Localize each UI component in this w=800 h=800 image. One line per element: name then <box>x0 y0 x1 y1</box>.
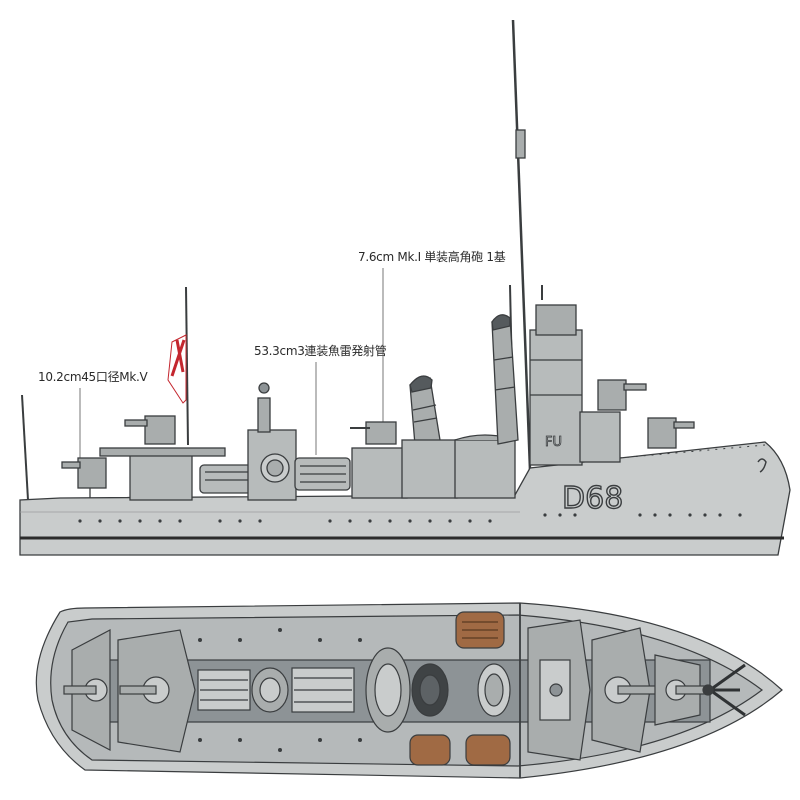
plan-aa-gun <box>365 647 411 733</box>
ships-boats <box>409 611 511 766</box>
plan-gun-a <box>654 654 707 726</box>
main-mast <box>511 19 532 471</box>
plan-view <box>35 602 783 779</box>
callout-torpedo-tubes: 53.3cm3連装魚雷発射管 <box>254 344 387 358</box>
fore-funnel <box>491 314 519 445</box>
plan-torpedo-tubes-aft <box>197 669 251 711</box>
anchor-chains-icon <box>709 663 746 717</box>
side-profile: D68 <box>19 19 791 556</box>
aa-gun-platform <box>350 421 408 499</box>
torpedo-tubes-aft <box>199 464 256 494</box>
plan-gun-b <box>591 627 659 753</box>
fore-gun-a <box>647 417 695 449</box>
torpedo-tubes-fore <box>294 457 351 491</box>
bridge-superstructure: FU <box>529 285 621 466</box>
plan-gun-y <box>63 629 111 751</box>
mast-radar <box>515 129 526 159</box>
deck-fittings <box>198 628 362 752</box>
aft-gun-y <box>61 457 107 498</box>
portholes <box>78 513 742 523</box>
plan-fore-funnel <box>477 663 511 717</box>
searchlight-tower <box>247 382 297 501</box>
plan-gun-x <box>117 629 196 753</box>
aft-deckhouse <box>129 451 193 501</box>
hull-number: D68 <box>562 481 623 516</box>
plan-searchlight <box>251 667 289 713</box>
callout-aa-gun: 7.6cm Mk.I 単装高角砲 1基 <box>358 250 506 264</box>
plan-aft-funnel <box>411 663 449 717</box>
plan-torpedo-tubes-fore <box>291 667 355 713</box>
anchor-icon <box>757 458 767 473</box>
aft-funnel <box>409 375 441 446</box>
fore-gun-b <box>597 379 647 411</box>
callout-main-gun: 10.2cm45口径Mk.V <box>38 370 148 384</box>
aft-gun-x <box>124 415 176 445</box>
bridge-mark: FU <box>545 435 562 450</box>
jack-staff <box>21 394 29 501</box>
fore-flagstaff <box>185 286 189 446</box>
plan-bridge <box>527 619 591 761</box>
